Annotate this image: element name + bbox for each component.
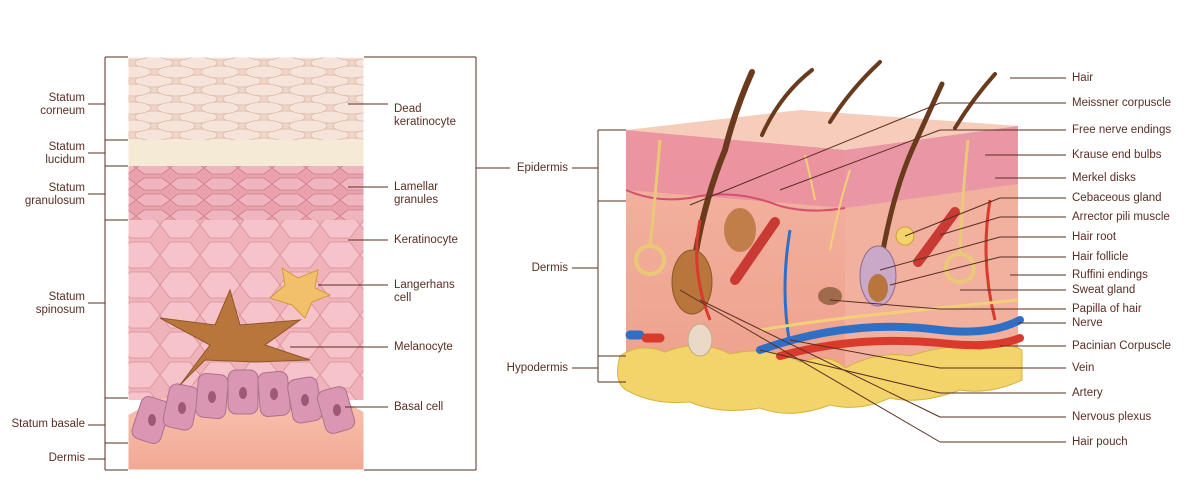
right-panel-leader-lines [572, 77, 1066, 443]
label-langerhans-cell: Langerhans cell [394, 279, 455, 304]
melanocyte-cell [159, 288, 311, 386]
stratum-granulosum-layer [128, 166, 364, 222]
label-merkel-disks: Merkel disks [1072, 172, 1136, 184]
label-statum-spinosum: Statum spinosum [35, 291, 85, 316]
label-statum-granulosum: Statum granulosum [24, 182, 85, 207]
label-keratinocyte: Keratinocyte [394, 234, 458, 246]
skin-block-illustration [617, 60, 1024, 414]
left-panel-leader-lines [88, 56, 510, 471]
label-hair-follicle: Hair follicle [1072, 251, 1129, 263]
label-free-nerve-endings: Free nerve endings [1072, 124, 1172, 136]
label-epidermis: Epidermis [516, 162, 568, 174]
stratum-lucidum-layer [128, 140, 364, 168]
label-basal-cell: Basal cell [394, 401, 444, 413]
label-vein: Vein [1072, 362, 1095, 374]
vein-vessel [756, 316, 1024, 354]
label-arrector-pili-muscle: Arrector pili muscle [1072, 211, 1170, 223]
hypodermis-fat [617, 344, 1023, 414]
label-nerve: Nerve [1072, 317, 1103, 329]
label-meissner-corpuscle: Meissner corpuscle [1072, 97, 1172, 109]
epidermis-cross-section [128, 57, 364, 470]
label-dead-keratinocyte: Dead keratinocyte [394, 103, 457, 128]
label-pacinian-corpuscle: Pacinian Corpuscle [1072, 340, 1172, 352]
label-krause-end-bulbs: Krause end bulbs [1072, 149, 1162, 161]
stratum-corneum-layer [128, 57, 364, 142]
artery-vessel [776, 334, 1024, 360]
label-papilla-of-hair: Papilla of hair [1072, 303, 1142, 315]
label-hair-pouch: Hair pouch [1072, 436, 1128, 448]
skin-surface [626, 110, 1018, 150]
label-ruffini-endings: Ruffini endings [1072, 269, 1148, 281]
label-statum-lucidum: Statum lucidum [45, 141, 85, 166]
label-cebaceous-gland: Cebaceous gland [1072, 192, 1162, 204]
label-sweat-gland: Sweat gland [1072, 284, 1136, 296]
label-hair: Hair [1072, 72, 1094, 84]
label-melanocyte: Melanocyte [394, 341, 453, 353]
label-hair-root: Hair root [1072, 231, 1117, 243]
label-dermis-right: Dermis [531, 262, 568, 274]
label-dermis-left: Dermis [48, 452, 85, 464]
langerhans-cell [268, 266, 332, 319]
label-hypodermis: Hypodermis [506, 362, 568, 374]
label-statum-corneum: Statum corneum [40, 92, 85, 117]
label-artery: Artery [1072, 387, 1103, 399]
label-statum-basale: Statum basale [11, 418, 85, 430]
basal-nuclei [148, 387, 341, 426]
label-nervous-plexus: Nervous plexus [1072, 411, 1152, 423]
label-lamellar-granules: Lamellar granules [394, 181, 439, 206]
